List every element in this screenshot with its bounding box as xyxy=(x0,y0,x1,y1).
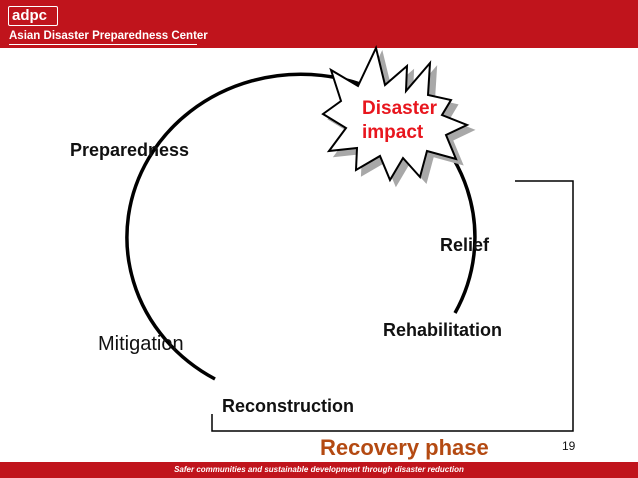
explosion-shape xyxy=(321,45,476,188)
header-bar xyxy=(0,0,638,48)
recovery-phase-label: Recovery phase xyxy=(320,435,489,460)
cycle-arc xyxy=(125,72,477,381)
disaster-line1: Disaster xyxy=(362,98,437,119)
org-underline xyxy=(9,44,197,45)
footer-tagline: Safer communities and sustainable develo… xyxy=(174,465,464,474)
mitigation-label: Mitigation xyxy=(98,333,184,355)
rehabilitation-label: Rehabilitation xyxy=(383,320,503,340)
preparedness-label: Preparedness xyxy=(70,140,190,160)
footer-bar xyxy=(0,462,638,478)
logo-text: adpc xyxy=(12,7,48,24)
org-name: Asian Disaster Preparedness Center xyxy=(9,30,208,42)
adpc-logo xyxy=(8,6,58,26)
recovery-bracket xyxy=(211,180,574,432)
disaster-impact-label: Disaster impact xyxy=(362,97,437,145)
page-number: 19 xyxy=(562,439,576,453)
relief-label: Relief xyxy=(440,235,490,255)
reconstruction-label: Reconstruction xyxy=(222,396,355,416)
disaster-line2: impact xyxy=(362,122,424,143)
